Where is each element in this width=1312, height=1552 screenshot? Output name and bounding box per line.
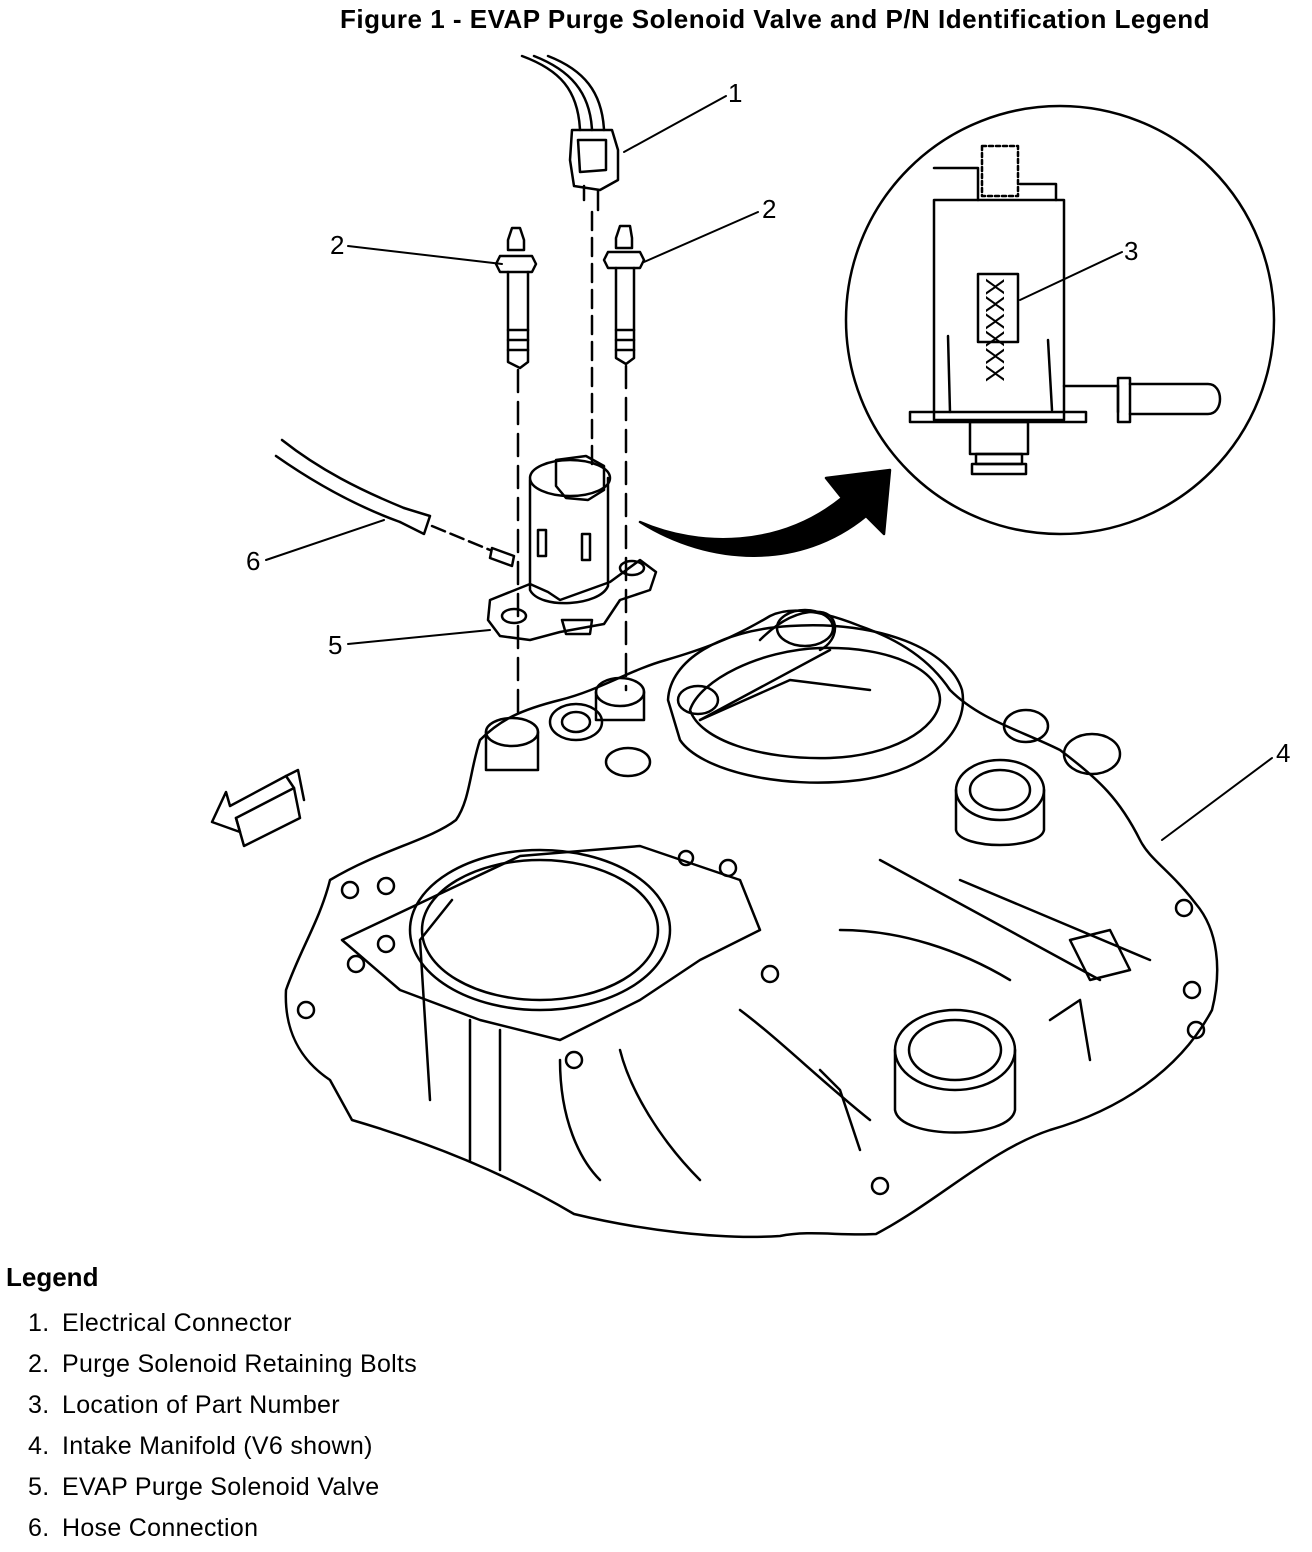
callout-3: 3 bbox=[1124, 236, 1138, 266]
legend-list: 1. Electrical Connector 2. Purge Solenoid … bbox=[28, 1306, 417, 1552]
callout-2-right: 2 bbox=[762, 194, 776, 224]
legend-item-label: Intake Manifold (V6 shown) bbox=[62, 1432, 373, 1460]
detail-inset: XXXXXX bbox=[844, 104, 1276, 536]
legend-item-label: Purge Solenoid Retaining Bolts bbox=[62, 1350, 418, 1378]
detail-callout-arrow bbox=[638, 468, 892, 557]
legend-item-label: Location of Part Number bbox=[62, 1391, 340, 1419]
legend-item: 1. Electrical Connector bbox=[28, 1306, 417, 1347]
legend-item-label: Electrical Connector bbox=[62, 1309, 292, 1337]
callout-6: 6 bbox=[246, 546, 260, 576]
legend-item: 3. Location of Part Number bbox=[28, 1388, 417, 1429]
legend-item-label: Hose Connection bbox=[62, 1514, 259, 1542]
vacuum-hose bbox=[274, 438, 432, 536]
legend-item-number: 5. bbox=[28, 1473, 50, 1501]
legend-item-label: EVAP Purge Solenoid Valve bbox=[62, 1473, 380, 1501]
leader-lines bbox=[265, 95, 1273, 841]
electrical-connector bbox=[568, 128, 620, 212]
legend-item-number: 4. bbox=[28, 1432, 50, 1460]
front-direction-arrow-edge bbox=[284, 768, 306, 802]
callout-2-left: 2 bbox=[330, 230, 344, 260]
figure-title: Figure 1 - EVAP Purge Solenoid Valve and… bbox=[340, 4, 1210, 34]
hose-alignment-line bbox=[430, 524, 492, 552]
callout-5: 5 bbox=[328, 630, 342, 660]
callout-4: 4 bbox=[1276, 738, 1290, 768]
legend-item-number: 3. bbox=[28, 1391, 50, 1419]
retaining-bolt-left bbox=[494, 226, 538, 370]
legend-title: Legend bbox=[6, 1262, 99, 1292]
front-direction-arrow-body bbox=[234, 786, 302, 848]
intake-manifold bbox=[284, 608, 1219, 1239]
legend-item-number: 6. bbox=[28, 1514, 50, 1542]
exploded-diagram: XXXXXX bbox=[210, 54, 1290, 1239]
legend-item-number: 2. bbox=[28, 1350, 50, 1378]
wiring-harness bbox=[520, 54, 606, 132]
purge-solenoid-valve bbox=[486, 454, 658, 642]
legend-item: 6. Hose Connection bbox=[28, 1511, 417, 1552]
callout-1: 1 bbox=[728, 78, 742, 108]
legend-item: 5. EVAP Purge Solenoid Valve bbox=[28, 1470, 417, 1511]
front-direction-arrow bbox=[210, 774, 296, 834]
retaining-bolt-right bbox=[602, 224, 646, 366]
part-number-marking: XXXXXX bbox=[980, 278, 1010, 382]
legend-item: 2. Purge Solenoid Retaining Bolts bbox=[28, 1347, 417, 1388]
legend-item: 4. Intake Manifold (V6 shown) bbox=[28, 1429, 417, 1470]
legend-item-number: 1. bbox=[28, 1309, 50, 1337]
